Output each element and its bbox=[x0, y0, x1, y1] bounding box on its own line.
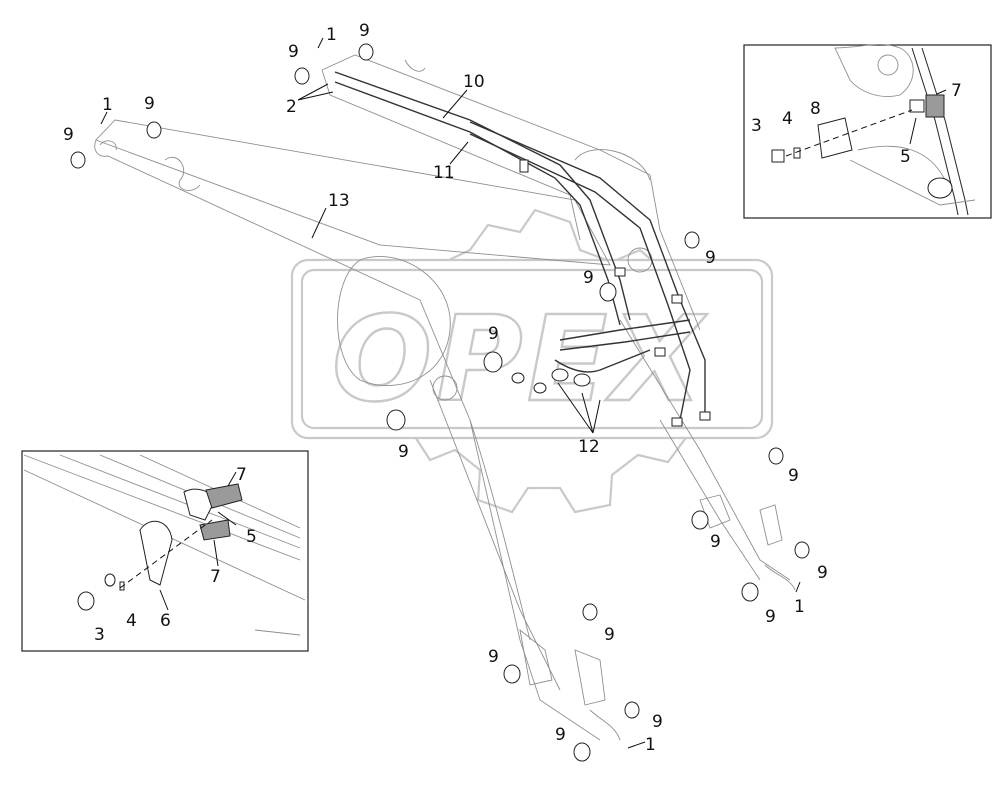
boom-arm-right bbox=[321, 54, 796, 741]
pin-parts bbox=[70, 43, 810, 762]
inset-callout-7: 7 bbox=[236, 465, 247, 485]
inset-top-right: 3 4 8 7 5 bbox=[743, 43, 992, 219]
callout-12: 12 bbox=[578, 437, 600, 457]
callout-13: 13 bbox=[328, 191, 350, 211]
callout-9: 9 bbox=[359, 21, 370, 41]
callout-9: 9 bbox=[555, 725, 566, 745]
boom-arm-left bbox=[94, 119, 653, 741]
callout-1: 1 bbox=[102, 95, 113, 115]
watermark-logo: OPEX bbox=[290, 208, 774, 514]
clamp-7 bbox=[199, 519, 231, 541]
inset-callout-3: 3 bbox=[751, 116, 762, 136]
callout-1: 1 bbox=[794, 597, 805, 617]
inset-callout-6: 6 bbox=[160, 611, 171, 631]
pin bbox=[386, 231, 700, 431]
callout-2: 2 bbox=[286, 97, 297, 117]
leader-lines bbox=[100, 37, 801, 749]
callout-9: 9 bbox=[604, 625, 615, 645]
inset-callout-5: 5 bbox=[900, 147, 911, 167]
callout-9: 9 bbox=[705, 248, 716, 268]
inset-callout-4: 4 bbox=[782, 109, 793, 129]
inset-callout-7: 7 bbox=[210, 567, 221, 587]
pin bbox=[691, 447, 810, 602]
callout-9: 9 bbox=[710, 532, 721, 552]
watermark-text: OPEX bbox=[332, 290, 707, 428]
callout-9: 9 bbox=[398, 442, 409, 462]
callout-9: 9 bbox=[488, 324, 499, 344]
pin bbox=[503, 603, 640, 762]
callout-9: 9 bbox=[765, 607, 776, 627]
inset-callout-8: 8 bbox=[810, 99, 821, 119]
callout-9: 9 bbox=[488, 647, 499, 667]
callout-11: 11 bbox=[433, 163, 455, 183]
callout-9: 9 bbox=[583, 268, 594, 288]
inset-callout-3: 3 bbox=[94, 625, 105, 645]
callout-9: 9 bbox=[144, 94, 155, 114]
inset-callout-7: 7 bbox=[951, 81, 962, 101]
callout-1: 1 bbox=[326, 25, 337, 45]
callout-10: 10 bbox=[463, 72, 485, 92]
callout-9: 9 bbox=[288, 42, 299, 62]
callout-9: 9 bbox=[817, 563, 828, 583]
callout-9: 9 bbox=[63, 125, 74, 145]
callout-9: 9 bbox=[652, 712, 663, 732]
clamp-7 bbox=[925, 94, 945, 118]
watermark-frame-inner bbox=[300, 268, 764, 430]
pin bbox=[70, 43, 374, 169]
callout-1: 1 bbox=[645, 735, 656, 755]
inset-bottom-left: 7 5 7 3 4 6 bbox=[21, 450, 309, 652]
inset-callout-4: 4 bbox=[126, 611, 137, 631]
callout-labels: 1 1 1 1 2 9 9 9 9 9 9 9 9 9 9 9 9 9 9 9 … bbox=[63, 21, 828, 755]
inset-callout-5: 5 bbox=[246, 527, 257, 547]
clamp-7 bbox=[205, 483, 243, 509]
callout-9: 9 bbox=[788, 466, 799, 486]
inset-frame bbox=[743, 44, 992, 219]
